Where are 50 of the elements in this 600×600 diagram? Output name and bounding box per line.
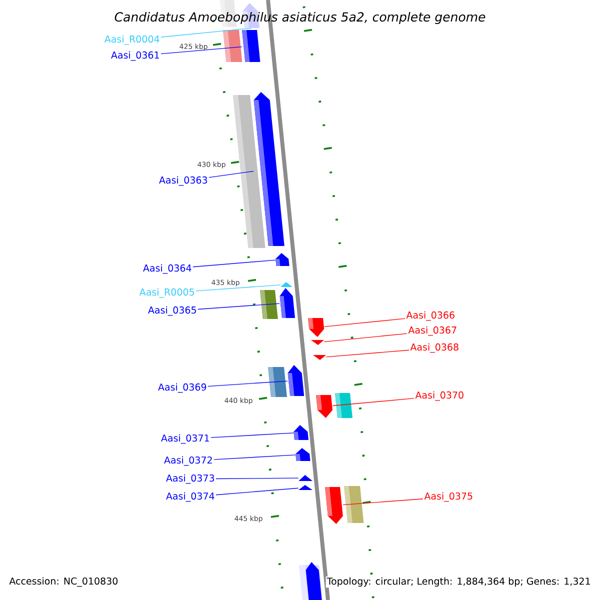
info-text: Topology: circular; Length: 1,884,364 bp; Genes: 1,321 [326,576,592,588]
gene-label: Aasi_0368 [410,343,458,353]
leader-line [324,333,408,342]
gene-label: Aasi_0372 [164,456,212,466]
gene-marker [311,340,324,345]
leader-line [192,260,276,268]
leader-line [324,318,406,328]
gene-symbol [280,288,295,318]
leader-line [160,28,252,38]
leader-line [208,380,288,387]
gene-symbol [288,365,304,396]
leader-line [216,488,299,496]
gene-label: Aasi_0364 [143,264,192,274]
gene-label: Aasi_0366 [406,311,454,321]
gene-marker [298,475,313,481]
leader-line [210,432,294,438]
gene-label: Aasi_0369 [158,383,206,393]
gene-label: Aasi_0361 [111,51,159,61]
gene-label: Aasi_0365 [148,306,196,316]
leader-line [214,454,296,460]
gene-symbol [276,253,290,266]
gene-label: Aasi_R0005 [139,288,194,298]
gene-symbol [316,395,332,418]
gene-label: Aasi_0374 [166,492,214,502]
gene-label: Aasi_0367 [408,326,456,336]
gene-symbol [296,448,310,461]
leader-line [196,284,281,292]
gene-label: Aasi_0370 [415,391,464,401]
gene-marker [313,355,326,360]
gene-label: Aasi_0371 [161,434,209,444]
info-text: Accession: NC_010830 [8,576,120,588]
gene-label: Aasi_0375 [424,492,472,502]
gene-box [242,30,260,62]
leader-line [198,303,280,310]
leader-line [342,498,424,506]
gene-marker [280,282,292,287]
leader-line [332,398,414,406]
leader-line [216,478,299,480]
gene-symbol [294,425,308,440]
gene-label: Aasi_0373 [166,474,214,484]
leader-line [160,46,242,54]
gene-marker [298,485,312,490]
leader-line [208,170,254,178]
gene-label: Aasi_R0004 [104,35,160,45]
gene-symbol [325,487,343,524]
title: Candidatus Amoebophilus asiaticus 5a2, complete genome [114,12,486,24]
gene-label: Aasi_0363 [159,176,208,186]
gene-symbol [308,318,324,337]
gene-symbol [254,92,284,246]
leader-line [326,350,410,358]
